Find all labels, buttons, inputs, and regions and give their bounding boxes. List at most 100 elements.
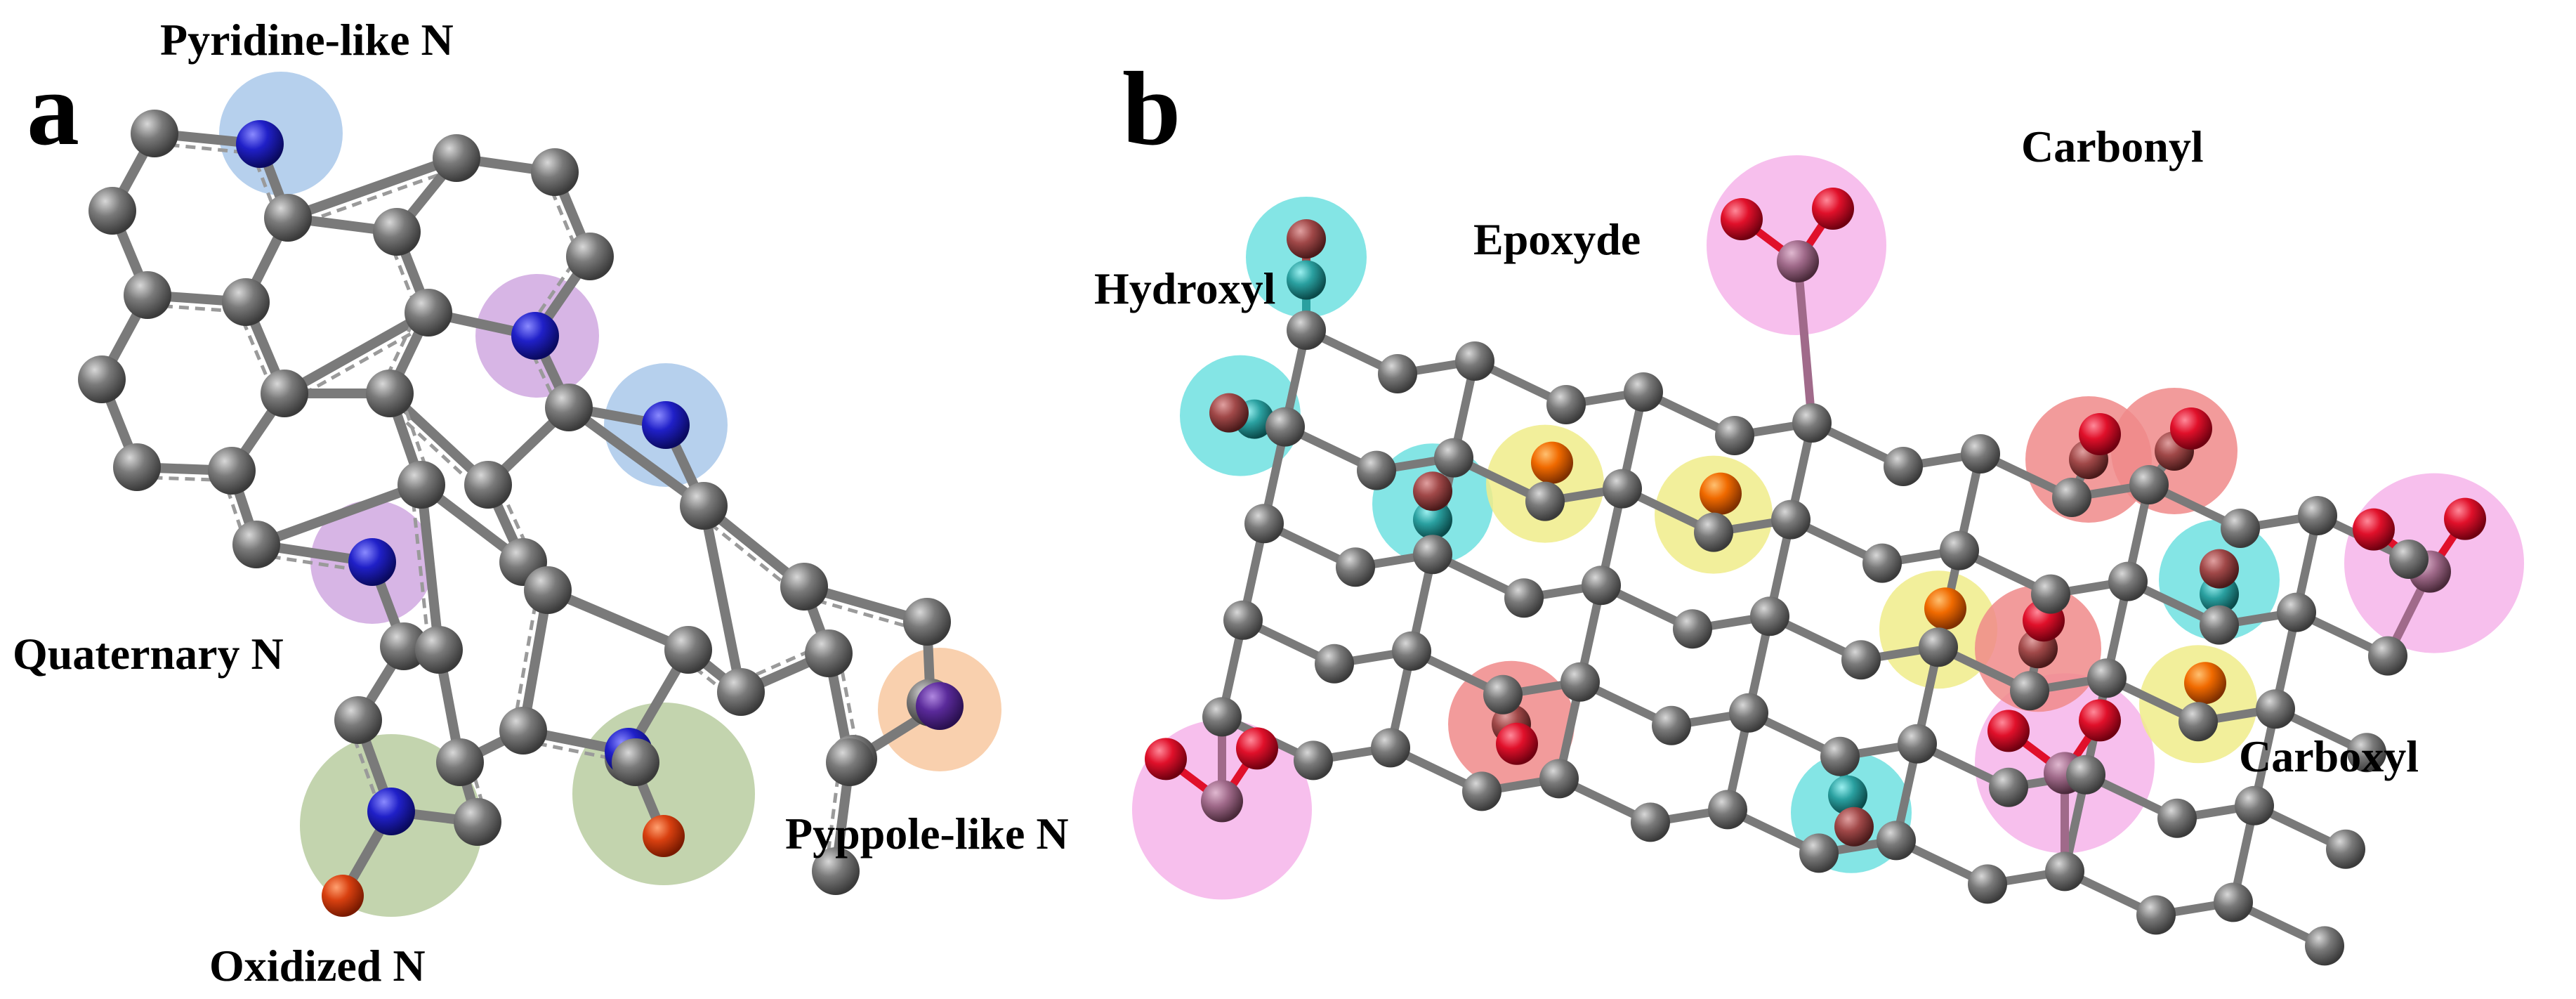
atom-b-g0_2 (1455, 341, 1494, 381)
atom-b-g2_11 (2179, 702, 2218, 742)
atom-a-n3 (642, 401, 690, 449)
halo-oxidized-n-2 (572, 703, 755, 885)
atom-epoxyde-o-4 (2184, 662, 2226, 705)
atom-b-g0_4 (1624, 372, 1663, 412)
atom-hydroxyl-o-1 (1287, 219, 1326, 259)
atom-carboxyl-o2-3 (2079, 699, 2121, 742)
atom-b-g3_4 (1560, 662, 1600, 702)
atom-b-g2_0 (1244, 504, 1284, 544)
atom-b-g1_8 (1940, 530, 1979, 570)
atom-a-n1 (236, 120, 284, 168)
atom-carboxyl-c-2 (1201, 780, 1243, 823)
atom-b-g4_3 (1462, 771, 1501, 811)
atom-a-c1 (131, 110, 178, 157)
atom-b-g0_9 (2052, 478, 2091, 517)
atom-b-g1_7 (1862, 543, 1902, 583)
atom-b-g3_1 (1315, 644, 1354, 684)
atom-b-g2_8 (1919, 627, 1958, 667)
atom-b-g4_1 (1294, 740, 1333, 781)
atom-a-o2 (322, 875, 364, 917)
atom-b-g3_6 (1729, 693, 1768, 733)
atom-b-g0_6 (1792, 403, 1832, 443)
atom-b-g0_11 (2221, 509, 2260, 548)
atom-a-c6 (124, 271, 171, 319)
atom-b-g0_1 (1378, 354, 1417, 393)
atom-b-g2_6 (1750, 596, 1789, 636)
label-pyrrole-n: Pyppole-like N (785, 809, 1069, 858)
atom-a-c23 (380, 622, 428, 670)
atom-carboxyl-o1-3 (1987, 710, 2030, 752)
atom-carboxyl-c-1 (1777, 240, 1819, 282)
atom-a-c26 (664, 626, 712, 674)
atom-carboxyl-o1-4 (2353, 508, 2395, 551)
atom-b-g2_5 (1673, 609, 1712, 649)
atom-network (78, 110, 2486, 966)
atom-a-c15 (464, 461, 512, 509)
bond-a-4 (283, 153, 461, 223)
atom-b-g2_1 (1336, 547, 1375, 587)
figure-labels: a Pyridine-like N Quaternary N Oxidized … (13, 15, 2419, 991)
label-carboxyl: Carboxyl (2239, 731, 2419, 781)
atom-a-c16 (545, 384, 593, 431)
atom-hydroxyl-o-3 (1413, 471, 1452, 511)
bond-a-27 (251, 480, 426, 549)
panel-a-letter: a (27, 51, 79, 167)
panel-b-letter: b (1122, 51, 1181, 167)
atom-a-o1 (643, 815, 685, 857)
atom-hydroxyl-o-4 (1834, 807, 1874, 847)
atom-a-c29 (903, 598, 951, 646)
atom-carbonyl-o-2 (2170, 407, 2212, 450)
atom-b-g3_13 (2326, 829, 2365, 869)
atom-b-g3_12 (2235, 785, 2274, 825)
atom-b-g3_11 (2157, 798, 2197, 838)
atom-b-g2_12 (2256, 689, 2295, 729)
atom-b-g4_9 (1968, 864, 2007, 904)
atom-a-c2 (88, 187, 136, 235)
atom-b-g0_8 (1961, 434, 2000, 474)
atom-b-g2_3 (1504, 578, 1544, 618)
atom-b-g4_8 (1877, 821, 1916, 861)
atom-epoxyde-o-2 (1700, 472, 1742, 515)
atom-a-n4 (348, 538, 396, 586)
atom-a-c7 (222, 278, 270, 326)
atom-carboxyl-o2-1 (1812, 188, 1854, 230)
atom-b-g1_9 (2031, 574, 2070, 614)
atom-b-g4_2 (1371, 728, 1410, 768)
atom-a-c32 (499, 707, 547, 755)
atom-a-c19 (397, 461, 445, 509)
atom-a-c24 (415, 626, 463, 674)
atom-a-c3 (264, 194, 312, 242)
atom-hydroxyl-o-5 (2200, 549, 2239, 589)
label-hydroxyl: Hydroxyl (1094, 263, 1275, 313)
atom-a-c8 (373, 208, 421, 256)
atom-a-c4 (433, 134, 480, 182)
atom-b-g3_2 (1392, 631, 1431, 671)
atom-a-c17 (208, 447, 256, 495)
atom-a-c12 (405, 289, 452, 337)
atom-b-g0_5 (1715, 416, 1754, 455)
atom-b-g3_8 (1898, 724, 1937, 764)
atom-b-g1_11 (2200, 605, 2239, 645)
atom-b-g4_13 (2305, 926, 2344, 966)
atom-a-c38 (612, 738, 659, 786)
atom-b-g3_9 (1989, 767, 2028, 807)
aromatic-a-16 (288, 320, 435, 404)
atom-b-g4_5 (1631, 802, 1670, 842)
atom-hydroxyl-c-1 (1287, 260, 1326, 300)
atom-b-g1_2 (1434, 438, 1473, 478)
label-oxidized-n: Oxidized N (209, 941, 426, 991)
atom-epoxyde-o-3 (1924, 587, 1966, 630)
bond-a-33 (564, 403, 709, 511)
atom-b-g1_10 (2108, 561, 2148, 601)
atom-a-c25 (524, 566, 572, 614)
atom-a-c28 (805, 629, 853, 677)
atom-b-g3_0 (1223, 600, 1263, 640)
atom-hydroxyl-c-4 (1828, 775, 1867, 815)
atom-b-g1_13 (2368, 636, 2407, 676)
atom-a-c34 (436, 738, 484, 786)
atom-b-g4_6 (1708, 790, 1747, 830)
bond-a-41 (699, 501, 746, 697)
atom-a-c10 (78, 355, 126, 403)
atom-carboxyl-o2-4 (2444, 497, 2486, 540)
